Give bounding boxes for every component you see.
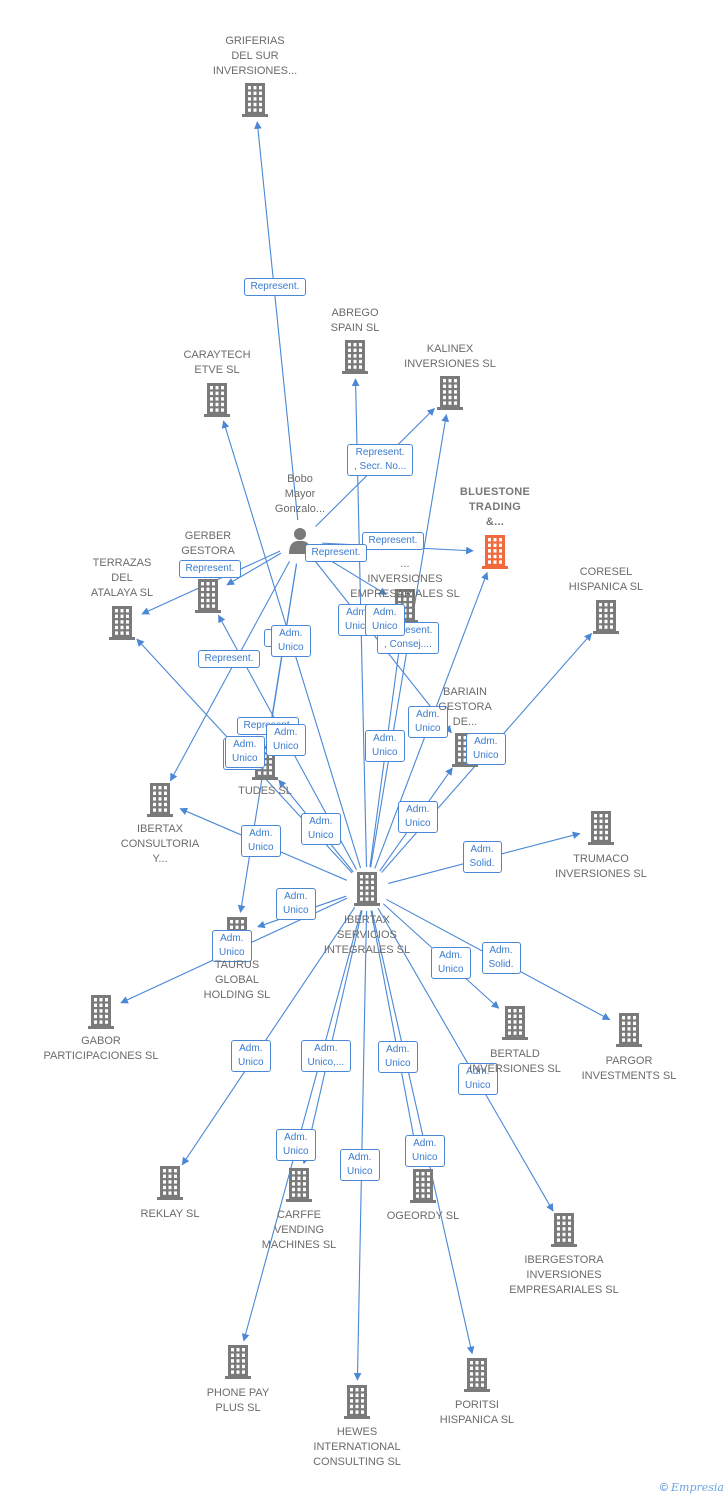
node-label-coresel[interactable]: CORESEL HISPANICA SL [568,566,644,593]
edge-ibertax-phonepay [241,910,362,1342]
edge-bobo-gerber [226,552,282,586]
node-label-terrazas[interactable]: TERRAZAS DEL ATALAYA SL [90,557,154,599]
node-label-phonepay[interactable]: PHONE PAY PLUS SL [206,1387,270,1414]
node-label-caraytech[interactable]: CARAYTECH ETVE SL [183,349,251,376]
building-icon[interactable] [242,83,268,117]
edge-label[interactable]: Adm. Unico [212,930,252,962]
node-label-kalinex[interactable]: KALINEX INVERSIONES SL [404,343,496,370]
building-icon[interactable] [616,1013,642,1047]
edge-ibertax-poritsi [371,910,475,1355]
edge-label[interactable]: Adm. Unico [405,1135,445,1167]
edge-label[interactable]: Represent. [243,278,307,296]
edge-ibertax-ibergestora [377,907,554,1212]
edge-label[interactable]: Adm. Unico [466,733,506,765]
building-icon[interactable] [195,579,221,613]
edge-label[interactable]: Adm. Unico [276,888,316,920]
edge-label[interactable]: Adm. Unico [398,801,438,833]
building-icon[interactable] [109,606,135,640]
edge-label[interactable]: Adm. Unico [276,1129,316,1161]
edge-label[interactable]: Adm. Solid. [481,942,521,974]
node-label-gerber[interactable]: GERBER GESTORA [181,530,235,557]
node-label-poritsi[interactable]: PORITSI HISPANICA SL [439,1399,515,1426]
edge-label[interactable]: Adm. Unico [408,706,448,738]
edge-label[interactable]: Represent. , Secr. No... [347,444,414,476]
node-label-tudes[interactable]: TUDES SL [238,785,292,797]
building-icon[interactable] [410,1169,436,1203]
node-label-ibertaxcons[interactable]: IBERTAX CONSULTORIA Y... [120,823,200,865]
node-label-griferias[interactable]: GRIFERIAS DEL SUR INVERSIONES... [212,35,298,77]
edge-ibertax-reklay [181,906,356,1166]
building-icon[interactable] [593,600,619,634]
building-icon[interactable] [588,811,614,845]
nodes-layer [88,83,642,1419]
edge-label[interactable]: Adm. Unico [266,724,306,756]
edge-label[interactable]: Adm. Unico,... [300,1040,352,1072]
node-label-trumaco[interactable]: TRUMACO INVERSIONES SL [555,853,647,880]
building-icon[interactable] [147,783,173,817]
node-label-reklay[interactable]: REKLAY SL [140,1208,200,1220]
building-icon[interactable] [225,1345,251,1379]
node-label-ibergestora[interactable]: IBERGESTORA INVERSIONES EMPRESARIALES SL [509,1254,619,1296]
node-label-taurus[interactable]: TAURUS GLOBAL HOLDING SL [203,959,271,1001]
edge-label[interactable]: Adm. Unico [225,736,265,768]
node-label-carffe[interactable]: CARFFE VENDING MACHINES SL [261,1209,337,1251]
edge-bobo-griferias [254,121,299,521]
node-label-alzeta[interactable]: ... INVERSIONES EMPRESARIALES SL [350,558,460,600]
edge-label[interactable]: Represent. [304,544,368,562]
building-icon[interactable] [286,1168,312,1202]
focus-building-icon[interactable] [482,535,508,569]
building-icon[interactable] [342,340,368,374]
copyright-symbol: © [659,1482,668,1494]
edge-ibertax-carffe [301,910,363,1165]
node-label-bluestone[interactable]: BLUESTONE TRADING &... [459,486,531,528]
edge-label[interactable]: Adm. Unico [458,1063,498,1095]
edge-label[interactable]: Represent. [361,532,425,550]
edge-label[interactable]: Adm. Unico [365,730,405,762]
node-label-abrego[interactable]: ABREGO SPAIN SL [330,307,380,334]
building-icon[interactable] [157,1166,183,1200]
building-icon[interactable] [551,1213,577,1247]
building-icon[interactable] [88,995,114,1029]
edge-ibertax-ogeordy [370,910,422,1166]
node-label-ibertax[interactable]: IBERTAX SERVICIOS INTEGRALES SL [323,914,411,956]
edge-label[interactable]: Adm. Unico [340,1149,380,1181]
edge-label[interactable]: Represent. [178,560,242,578]
footer: © Empresia [660,1481,724,1494]
edge-ibertax-hewes [353,910,368,1381]
building-icon[interactable] [502,1006,528,1040]
edge-label[interactable]: Adm. Solid. [462,841,502,873]
building-icon[interactable] [204,383,230,417]
edge-label[interactable]: Adm. Unico [378,1041,418,1073]
edge-label[interactable]: Represent. [197,650,261,668]
node-label-bariain[interactable]: BARIAIN GESTORA DE... [438,686,492,728]
node-label-ogeordy[interactable]: OGEORDY SL [386,1210,460,1222]
node-label-pargor[interactable]: PARGOR INVESTMENTS SL [581,1055,677,1082]
node-label-hewes[interactable]: HEWES INTERNATIONAL CONSULTING SL [313,1426,401,1468]
building-icon[interactable] [344,1385,370,1419]
edge-bobo-ibertaxcons [170,561,290,782]
node-label-bertald[interactable]: BERTALD INVERSIONES SL [469,1048,561,1075]
brand-logo[interactable]: Empresia [671,1481,724,1494]
edge-label[interactable]: Adm. Unico [231,1040,271,1072]
edge-label[interactable]: Adm. Unico [271,625,311,657]
building-icon[interactable] [437,376,463,410]
edge-label[interactable]: Adm. Unico [301,813,341,845]
building-icon[interactable] [354,872,380,906]
node-label-bobo[interactable]: Bobo Mayor Gonzalo... [274,473,326,515]
edge-label[interactable]: Adm. Unico [365,604,405,636]
edge-label[interactable]: Adm. Unico [241,825,281,857]
edge-label[interactable]: Adm. Unico [431,947,471,979]
building-icon[interactable] [464,1358,490,1392]
node-label-gabor[interactable]: GABOR PARTICIPACIONES SL [43,1035,159,1062]
